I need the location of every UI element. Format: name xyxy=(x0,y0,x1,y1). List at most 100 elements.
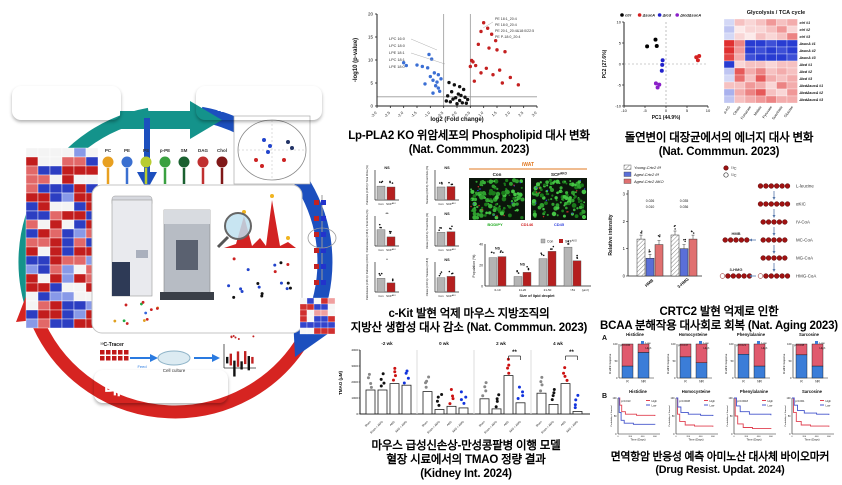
svg-text:-1.0: -1.0 xyxy=(424,111,431,118)
svg-text:50: 50 xyxy=(672,415,675,418)
svg-text:1000: 1000 xyxy=(351,396,358,400)
svg-text:Time (Days): Time (Days) xyxy=(804,438,819,442)
svg-text:0: 0 xyxy=(619,62,622,67)
svg-text:100: 100 xyxy=(787,342,792,346)
svg-text:HMG-CoA: HMG-CoA xyxy=(796,274,816,279)
svg-text:AKD + AMG: AKD + AMG xyxy=(565,420,579,434)
svg-text:0: 0 xyxy=(623,274,626,279)
svg-text:100: 100 xyxy=(671,342,676,346)
svg-text:Low: Low xyxy=(768,403,773,407)
svg-text:0: 0 xyxy=(731,433,733,436)
svg-text:HMB: HMB xyxy=(644,278,655,288)
svg-text:Low: Low xyxy=(710,403,715,407)
svg-text:Glucose: Glucose xyxy=(783,105,794,118)
svg-text:0.010: 0.010 xyxy=(646,205,655,209)
svg-text:-3.0: -3.0 xyxy=(370,111,377,118)
svg-text:High: High xyxy=(710,399,716,403)
svg-text:SM: SM xyxy=(181,148,188,153)
svg-text:CD146: CD146 xyxy=(521,222,534,227)
svg-text:50: 50 xyxy=(673,359,676,363)
svg-text:Low: Low xyxy=(762,341,768,345)
svg-text:-2.0: -2.0 xyxy=(397,111,404,118)
svg-text:400: 400 xyxy=(757,436,761,438)
svg-text:Con: Con xyxy=(547,240,553,244)
svg-text:0: 0 xyxy=(675,436,677,438)
svg-text:p=0.047: p=0.047 xyxy=(678,343,689,347)
svg-text:Δicd #1: Δicd #1 xyxy=(799,63,813,67)
svg-text:MC-CoA: MC-CoA xyxy=(796,238,813,243)
svg-text:Stearate (C18:0) / Total FFAs: Stearate (C18:0) / Total FFAs (%) xyxy=(425,166,429,204)
svg-text:50: 50 xyxy=(615,359,618,363)
svg-text:0: 0 xyxy=(673,433,675,436)
svg-text:AKD: AKD xyxy=(389,420,396,427)
svg-text:-1.5: -1.5 xyxy=(410,111,417,118)
svg-text:Population (%): Population (%) xyxy=(472,255,476,278)
svg-text:>51: >51 xyxy=(570,288,575,292)
svg-text:% within Response: % within Response xyxy=(725,353,728,374)
svg-text:Sarcosine: Sarcosine xyxy=(802,389,823,394)
svg-text:SCFAKO: SCFAKO xyxy=(386,202,396,206)
svg-text:High: High xyxy=(652,399,658,403)
svg-text:50: 50 xyxy=(730,415,733,418)
svg-text:LPC 16:0: LPC 16:0 xyxy=(389,37,405,41)
svg-text:-2.5: -2.5 xyxy=(384,111,391,118)
svg-text:4 wk: 4 wk xyxy=(553,341,563,346)
svg-text:0.026: 0.026 xyxy=(646,199,655,203)
svg-text:NS: NS xyxy=(444,212,450,216)
svg-text:Δicd #3: Δicd #3 xyxy=(799,77,813,81)
svg-text:100: 100 xyxy=(671,397,676,400)
svg-text:3.0: 3.0 xyxy=(531,111,538,118)
svg-text:TMAO (μM): TMAO (μM) xyxy=(338,371,343,395)
svg-text:SCFAKO: SCFAKO xyxy=(386,294,396,298)
svg-text:0: 0 xyxy=(616,376,618,380)
svg-text:Sham: Sham xyxy=(478,419,486,427)
caption-line: 돌연변이 대장균에서의 에너지 대사 변화 xyxy=(624,132,814,144)
svg-text:50: 50 xyxy=(788,415,791,418)
svg-text:Histidine: Histidine xyxy=(626,332,644,337)
svg-text:0: 0 xyxy=(617,436,619,438)
svg-text:400: 400 xyxy=(815,436,819,438)
svg-text:ΔsucA #1: ΔsucA #1 xyxy=(799,42,816,46)
svg-text:Sham + AMG: Sham + AMG xyxy=(540,420,555,434)
svg-text:ctrl #1: ctrl #1 xyxy=(800,21,811,25)
svg-text:0.0: 0.0 xyxy=(451,111,458,118)
svg-text:Malate: Malate xyxy=(753,105,762,116)
svg-text:α-KG: α-KG xyxy=(723,105,731,114)
svg-text:NR: NR xyxy=(641,380,646,384)
svg-text:AKD: AKD xyxy=(503,420,510,427)
svg-text:21-50: 21-50 xyxy=(544,288,552,292)
caption-line: (Kidney Int. 2024) xyxy=(420,468,512,481)
svg-text:AKD + AMG: AKD + AMG xyxy=(508,420,522,434)
caption-line: Lp-PLA2 KO 위암세포의 Phospholipid 대사 변화 xyxy=(348,130,590,142)
svg-text:400: 400 xyxy=(699,436,703,438)
svg-text:ΔicdΔsucA: ΔicdΔsucA xyxy=(679,13,701,18)
svg-text:1.5: 1.5 xyxy=(491,111,498,118)
svg-text:50: 50 xyxy=(614,415,617,418)
svg-text:Phenylalanine: Phenylalanine xyxy=(740,389,769,394)
svg-text:iWAT: iWAT xyxy=(522,162,534,168)
svg-text:Glycolysis / TCA cycle: Glycolysis / TCA cycle xyxy=(747,10,806,16)
svg-text:2.0: 2.0 xyxy=(504,111,511,118)
svg-text:Con: Con xyxy=(438,248,444,252)
svg-text:Con: Con xyxy=(438,294,444,298)
svg-text:p=0.008: p=0.008 xyxy=(794,343,805,347)
svg-text:R: R xyxy=(742,380,745,384)
svg-text:SCFAKO: SCFAKO xyxy=(565,239,577,243)
caption-line: 면역항암 반응성 예측 아미노산 대사체 바이오마커 xyxy=(610,451,830,463)
svg-text:0: 0 xyxy=(674,376,676,380)
svg-text:NS: NS xyxy=(384,166,390,170)
svg-text:High: High xyxy=(768,399,774,403)
svg-text:**: ** xyxy=(512,350,517,356)
svg-text:log2 (Fold change): log2 (Fold change) xyxy=(430,117,483,123)
svg-text:600: 600 xyxy=(653,436,657,438)
svg-text:R: R xyxy=(684,380,687,384)
svg-text:NR: NR xyxy=(815,380,820,384)
svg-text:SCFAKO: SCFAKO xyxy=(446,294,456,298)
svg-text:NR: NR xyxy=(757,380,762,384)
